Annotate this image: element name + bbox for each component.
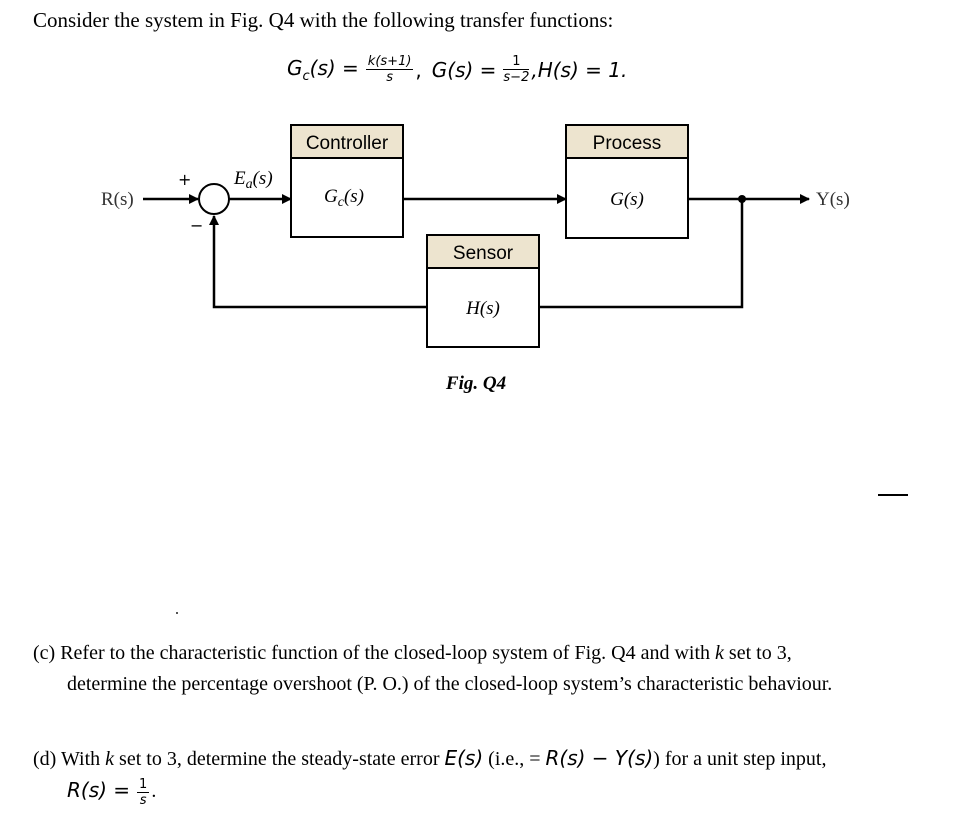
controller-title: Controller [306,133,389,154]
sensor-title-box [426,234,540,269]
step-input-period: . [151,780,157,802]
question-d-difference: R(s) − Y(s) [545,746,654,770]
sensor-title: Sensor [453,243,514,264]
controller-title-box [290,124,404,159]
question-c-line2: determine the percentage overshoot (P. O… [67,673,833,695]
separator-comma: , [415,57,422,82]
minus-sign: − [190,216,203,235]
sensor-block [426,267,540,348]
question-c-text-end: set to 3, [723,642,792,664]
stray-dot-mark [176,612,178,614]
feedback-line-left [209,215,427,309]
output-label: Y(s) [816,189,850,210]
controller-transfer-function: Gc(s) [324,186,364,210]
stray-line-mark [878,494,908,496]
question-d-text-c: (i.e., = [483,748,546,770]
plus-sign: + [178,170,191,189]
input-label: R(s) [101,189,134,210]
controller-block [290,157,404,238]
sensor-transfer-function: H(s) [465,298,500,319]
process-block [565,157,689,239]
gc-fraction: k(s+1) s [365,54,414,85]
question-d-k: k [105,748,115,770]
h-equation: ,H(s) = 1. [531,57,628,82]
question-d-text-d: ) for a unit step input, [653,748,827,770]
error-label: Ea(s) [233,168,273,192]
transfer-function-equations: Gc(s) = k(s+1) s , G(s) = 1 s−2 ,H(s) = … [287,54,627,104]
question-c-text: (c) Refer to the characteristic function… [33,642,716,664]
g-fraction: 1 s−2 [503,54,530,85]
step-input-lhs: R(s) = [67,778,131,802]
process-transfer-function: G(s) [610,189,644,210]
g-equation-lhs: G(s) = [431,57,497,82]
process-title-box [565,124,689,159]
question-d-text-b: set to 3, determine the steady-state err… [114,748,445,770]
summing-junction [198,183,230,215]
block-diagram: R(s) + − Ea(s) Controller Gc(s) Process … [101,124,850,394]
question-c: (c) Refer to the characteristic function… [33,638,832,700]
feedback-line-right [539,199,744,309]
question-c-k: k [715,642,724,664]
question-d-error: E(s) [444,746,484,770]
figure-caption: Fig. Q4 [445,373,506,394]
problem-intro: Consider the system in Fig. Q4 with the … [33,8,614,32]
question-d: (d) With k set to 3, determine the stead… [33,743,826,808]
gc-equation-lhs: Gc(s) = [287,55,359,84]
question-d-text-a: (d) With [33,748,106,770]
process-title: Process [593,133,662,154]
